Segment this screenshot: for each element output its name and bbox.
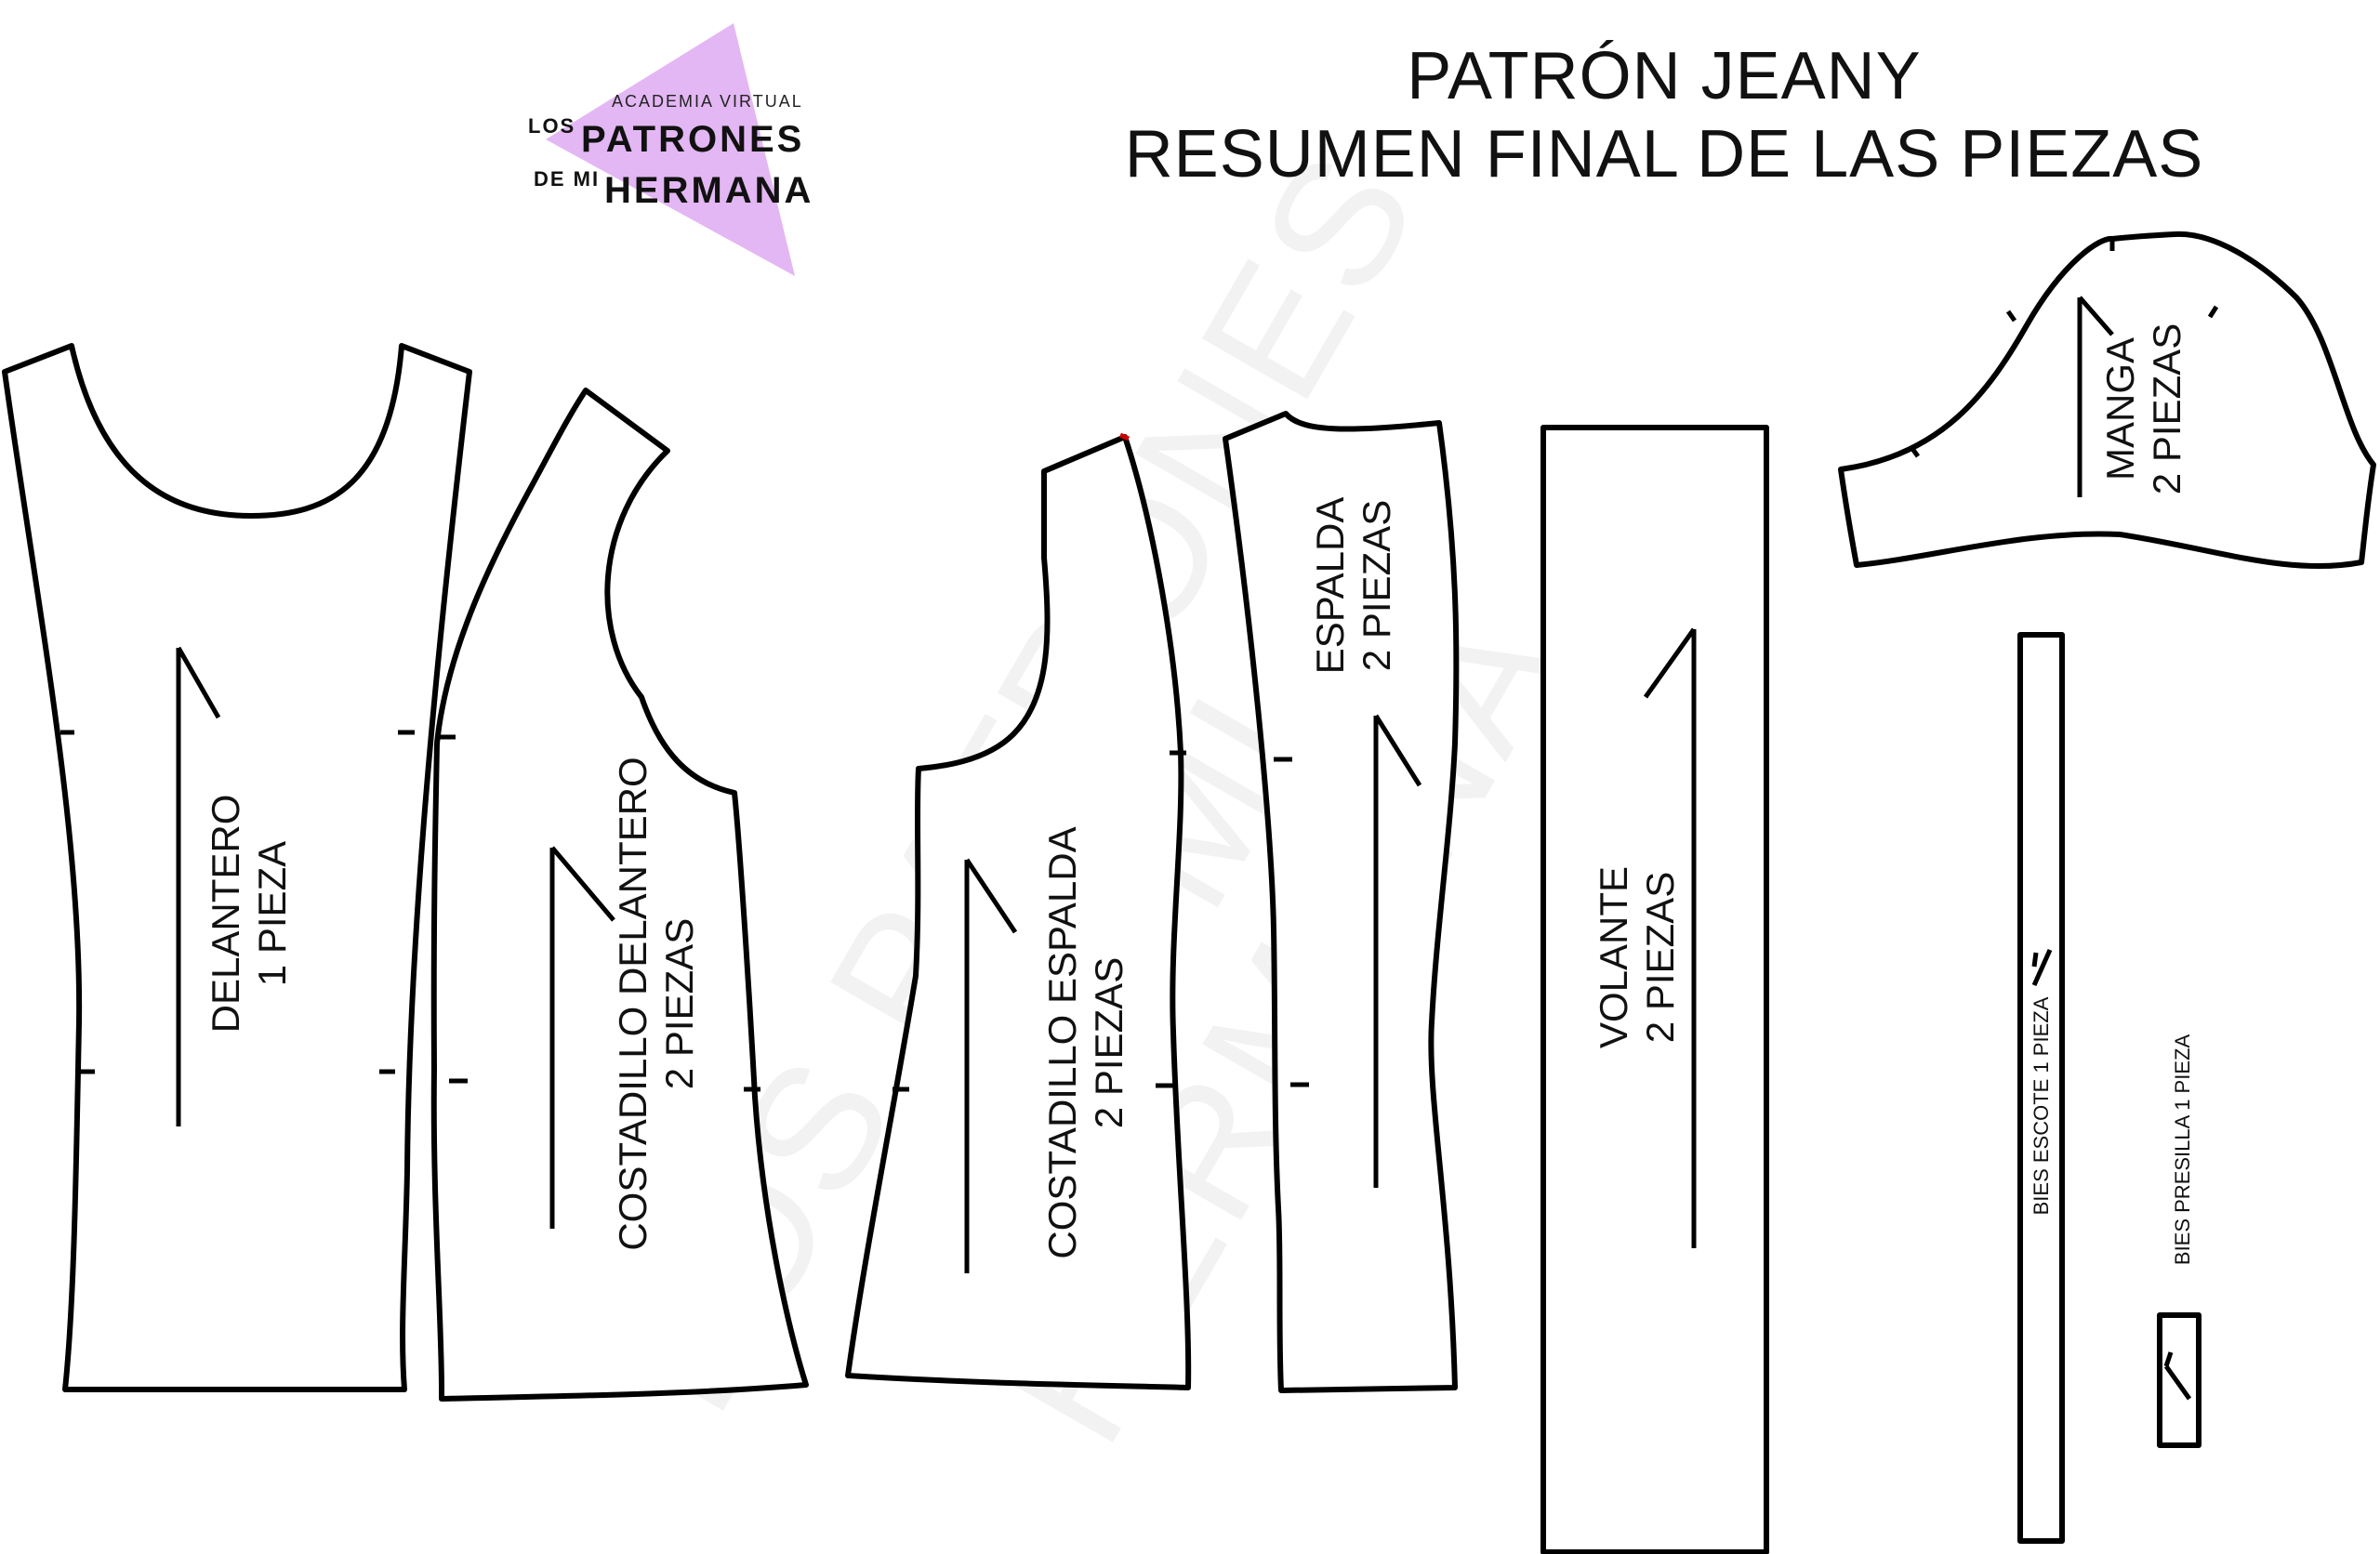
piece-costadillo-espalda: COSTADILLO ESPALDA 2 PIEZAS bbox=[845, 432, 1192, 1390]
piece-manga: MANGA 2 PIEZAS bbox=[1838, 230, 2376, 570]
grain-arrow bbox=[964, 858, 1018, 934]
bies-escote-label: BIES ESCOTE 1 PIEZA bbox=[2030, 996, 2053, 1215]
red-marker bbox=[1118, 432, 1130, 441]
piece-costadillo-delantero: COSTADILLO DELANTERO 2 PIEZAS bbox=[430, 388, 809, 1402]
logo-line2-right: PATRONES bbox=[581, 119, 804, 160]
notch-mark bbox=[2207, 305, 2219, 319]
espalda-qty: 2 PIEZAS bbox=[1355, 500, 1398, 671]
piece-costadillo-espalda-outline bbox=[845, 434, 1192, 1390]
logo-line3-left: DE MI bbox=[534, 167, 600, 191]
costadillo-delantero-name: COSTADILLO DELANTERO bbox=[611, 757, 654, 1250]
logo-line3-right: HERMANA bbox=[604, 170, 813, 211]
title-line-2: RESUMEN FINAL DE LAS PIEZAS bbox=[1124, 117, 2204, 191]
bies-presilla-label: BIES PRESILLA 1 PIEZA bbox=[2171, 1034, 2194, 1266]
notch-mark bbox=[2005, 309, 2017, 323]
piece-costadillo-delantero-outline bbox=[430, 388, 809, 1402]
delantero-qty: 1 PIEZA bbox=[250, 841, 294, 986]
piece-espalda-outline bbox=[1223, 411, 1460, 1393]
costadillo-espalda-name: COSTADILLO ESPALDA bbox=[1040, 826, 1084, 1258]
logo-triangle bbox=[546, 23, 795, 276]
notch-mark bbox=[1908, 444, 1921, 458]
piece-manga-outline bbox=[1838, 230, 2376, 570]
piece-volante-outline bbox=[1540, 425, 1769, 1554]
logo: ACADEMIA VIRTUAL LOS PATRONES DE MI HERM… bbox=[528, 23, 813, 276]
volante-qty: 2 PIEZAS bbox=[1638, 872, 1682, 1043]
grain-line bbox=[2163, 1364, 2192, 1401]
grain-arrow bbox=[1643, 627, 1697, 699]
piece-delantero: DELANTERO 1 PIEZA bbox=[2, 343, 472, 1392]
piece-bies-escote-outline bbox=[2017, 632, 2065, 1544]
costadillo-delantero-qty: 2 PIEZAS bbox=[657, 918, 701, 1089]
title-line-1: PATRÓN JEANY bbox=[1407, 39, 1922, 113]
delantero-name: DELANTERO bbox=[204, 795, 247, 1034]
manga-qty: 2 PIEZAS bbox=[2145, 323, 2188, 494]
grain-arrow bbox=[2163, 1351, 2174, 1367]
grain-arrow bbox=[176, 646, 221, 719]
grain-line bbox=[2031, 952, 2039, 968]
grain-arrow bbox=[2078, 296, 2114, 336]
manga-name: MANGA bbox=[2098, 337, 2142, 481]
grain-arrow bbox=[1373, 714, 1422, 787]
piece-espalda: ESPALDA 2 PIEZAS bbox=[1223, 411, 1460, 1393]
grain-arrow bbox=[550, 846, 615, 922]
piece-delantero-outline bbox=[2, 343, 472, 1392]
piece-bies-escote: BIES ESCOTE 1 PIEZA bbox=[2017, 632, 2065, 1544]
grain-arrow bbox=[2031, 948, 2053, 987]
piece-bies-presilla-outline bbox=[2157, 1312, 2202, 1448]
espalda-name: ESPALDA bbox=[1308, 497, 1352, 675]
piece-volante: VOLANTE 2 PIEZAS bbox=[1540, 425, 1769, 1554]
piece-bies-presilla: BIES PRESILLA 1 PIEZA bbox=[2157, 1034, 2202, 1448]
costadillo-espalda-qty: 2 PIEZAS bbox=[1087, 957, 1130, 1128]
logo-line1: ACADEMIA VIRTUAL bbox=[612, 92, 803, 111]
volante-name: VOLANTE bbox=[1592, 866, 1635, 1048]
logo-line2-left: LOS bbox=[528, 114, 575, 138]
